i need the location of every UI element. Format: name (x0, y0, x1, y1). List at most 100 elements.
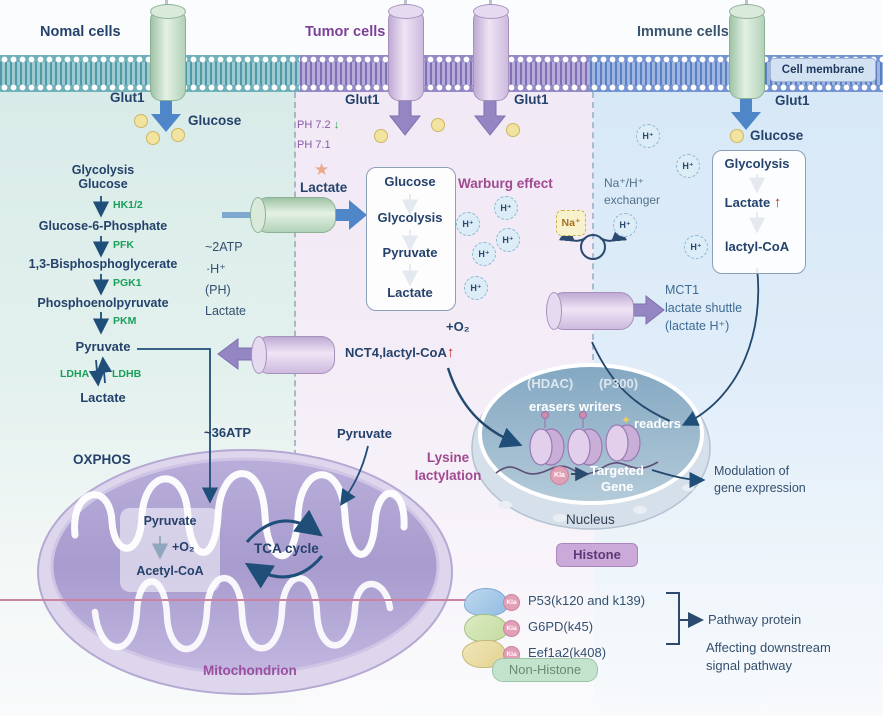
increase-arrow-icon: ↑ (446, 344, 455, 361)
h-plus-ion: H⁺ (456, 212, 480, 236)
immune-glycolysis-box (712, 150, 806, 274)
nct4-label: NCT4,lactyl-CoA↑ (345, 344, 454, 361)
affecting-downstream-line2: signal pathway (706, 658, 792, 673)
glucose-step: Glucose (78, 177, 128, 191)
nct4-exporter-cylinder (251, 336, 335, 374)
lysine-lactylation-line2: lactylation (414, 468, 482, 483)
h-plus-ion: H⁺ (496, 228, 520, 252)
hdac-label: (HDAC) (527, 376, 574, 391)
decrease-arrow-icon: ↓ (333, 119, 340, 131)
tumor-box-pyruvate: Pyruvate (382, 245, 438, 260)
warburg-effect-label: Warburg effect (458, 176, 553, 191)
nct4-text: NCT4,lactyl-CoA (345, 345, 447, 360)
na-plus-ion: Na⁺ (556, 210, 586, 236)
tumor-box-glycolysis: Glycolysis (377, 210, 443, 225)
cell-membrane-label: Cell membrane (770, 58, 876, 82)
legend-item-g6pd: G6PD(k45) (528, 619, 594, 634)
pgk1-enzyme: PGK1 (113, 277, 142, 289)
glucose-dot (431, 118, 445, 132)
non-histone-badge: Non-Histone (492, 658, 598, 682)
legend-item-p53: P53(k120 and k139) (528, 593, 646, 608)
atp36-label: ~36ATP (204, 425, 252, 440)
immune-box-glycolysis: Glycolysis (724, 156, 790, 171)
glucose-dot (374, 129, 388, 143)
mito-inner-box (120, 508, 220, 592)
hplus-label: ·H⁺ (206, 262, 226, 276)
glut1-label-immune: Glut1 (775, 93, 810, 108)
ph-71-label: PH 7.1 (297, 139, 331, 151)
mito-pyruvate: Pyruvate (143, 514, 197, 528)
glucose-label-normal: Glucose (188, 113, 242, 128)
g6pd-protein-blob (464, 614, 508, 642)
glut1-label-normal: Glut1 (110, 90, 145, 105)
mct1-label: MCT1 (665, 283, 700, 297)
mito-o2: +O₂ (172, 540, 195, 554)
increase-arrow-icon: ↑ (773, 194, 782, 211)
ph-label: (PH) (205, 283, 231, 297)
lactate-import-label: Lactate (300, 180, 348, 195)
tumor-box-lactate: Lactate (387, 285, 433, 300)
h-plus-ion: H⁺ (494, 196, 518, 220)
hk12-enzyme: HK1/2 (113, 199, 143, 211)
h-plus-ion: H⁺ (676, 154, 700, 178)
lactate-step: Lactate (80, 390, 126, 405)
mitochondrion-label: Mitochondrion (203, 663, 297, 678)
affecting-downstream-line1: Affecting downstream (706, 640, 831, 655)
h-plus-ion: H⁺ (472, 242, 496, 266)
targeted-gene-line2: Gene (601, 479, 634, 494)
pyruvate-into-mito-label: Pyruvate (337, 426, 392, 441)
lactate-shuttle-label: lactate shuttle (665, 301, 743, 315)
cell-membrane-tumor (300, 55, 590, 92)
glucose-dot (146, 131, 160, 145)
g6p-step: Glucose-6-Phosphate (38, 219, 168, 233)
glucose-dot (171, 128, 185, 142)
lactate-shuttle-sub: (lactate H⁺) (665, 319, 730, 333)
mito-acetylcoa: Acetyl-CoA (136, 564, 204, 578)
o2-label: +O₂ (446, 319, 470, 334)
lactate-list-label: Lactate (205, 304, 247, 318)
divider-right-dashed-line (592, 92, 594, 360)
h-plus-ion: H⁺ (684, 235, 708, 259)
modulation-line2: gene expression (714, 481, 806, 495)
glut1-transporter-normal (150, 4, 186, 101)
glucose-dot (134, 114, 148, 128)
tumor-box-glucose: Glucose (384, 174, 436, 189)
glut1-transporter-immune (729, 4, 765, 99)
ph-72-label: PH 7.2 ↓ (297, 119, 339, 132)
lysine-lactylation-line1: Lysine (426, 450, 470, 465)
glucose-dot (730, 129, 744, 143)
exchanger-label-2: exchanger (604, 193, 661, 207)
kla-mark-legend: Kla (503, 594, 520, 611)
erasers-writers-label: erasers writers (529, 399, 622, 414)
reader-sparkle-icon: ✦ (621, 413, 632, 427)
histone-badge: Histone (556, 543, 638, 567)
ph-72-text: PH 7.2 (297, 119, 331, 131)
glucose-dot (506, 123, 520, 137)
tumor-cells-header: Tumor cells (305, 24, 386, 40)
ldha-enzyme: LDHA (60, 368, 90, 380)
normal-cells-header: Nomal cells (40, 24, 121, 40)
divider-left-dashed-line (294, 92, 296, 456)
ldhb-enzyme: LDHB (112, 368, 142, 380)
lactate-text: Lactate (724, 195, 771, 210)
exchanger-label-1: Na⁺/H⁺ (604, 176, 645, 190)
h-plus-ion: H⁺ (464, 276, 488, 300)
pep-step: Phosphoenolpyruvate (37, 296, 169, 310)
legend-item-eef1a2: Eef1a2(k408) (528, 645, 607, 660)
glut1-label-tumor-2: Glut1 (514, 92, 549, 107)
immune-box-lactate: Lactate ↑ (725, 194, 782, 211)
p53-protein-blob (464, 588, 508, 616)
kla-mark-nucleus: Kla (550, 466, 569, 485)
modulation-line1: Modulation of (714, 464, 790, 478)
lactate-star-icon: ★ (314, 160, 330, 179)
kla-mark-legend: Kla (503, 620, 520, 637)
readers-label: readers (634, 416, 681, 431)
h-plus-ion: H⁺ (636, 124, 660, 148)
oxphos-label: OXPHOS (73, 452, 131, 467)
nucleus-label: Nucleus (566, 512, 615, 527)
mct1-shuttle-cylinder (546, 292, 634, 330)
tca-cycle-label: TCA cycle (254, 541, 319, 556)
bpg-step: 1,3-Bisphosphoglycerate (28, 257, 178, 271)
glut1-label-tumor-1: Glut1 (345, 92, 380, 107)
immune-box-lactylcoa: lactyl-CoA (724, 239, 790, 254)
